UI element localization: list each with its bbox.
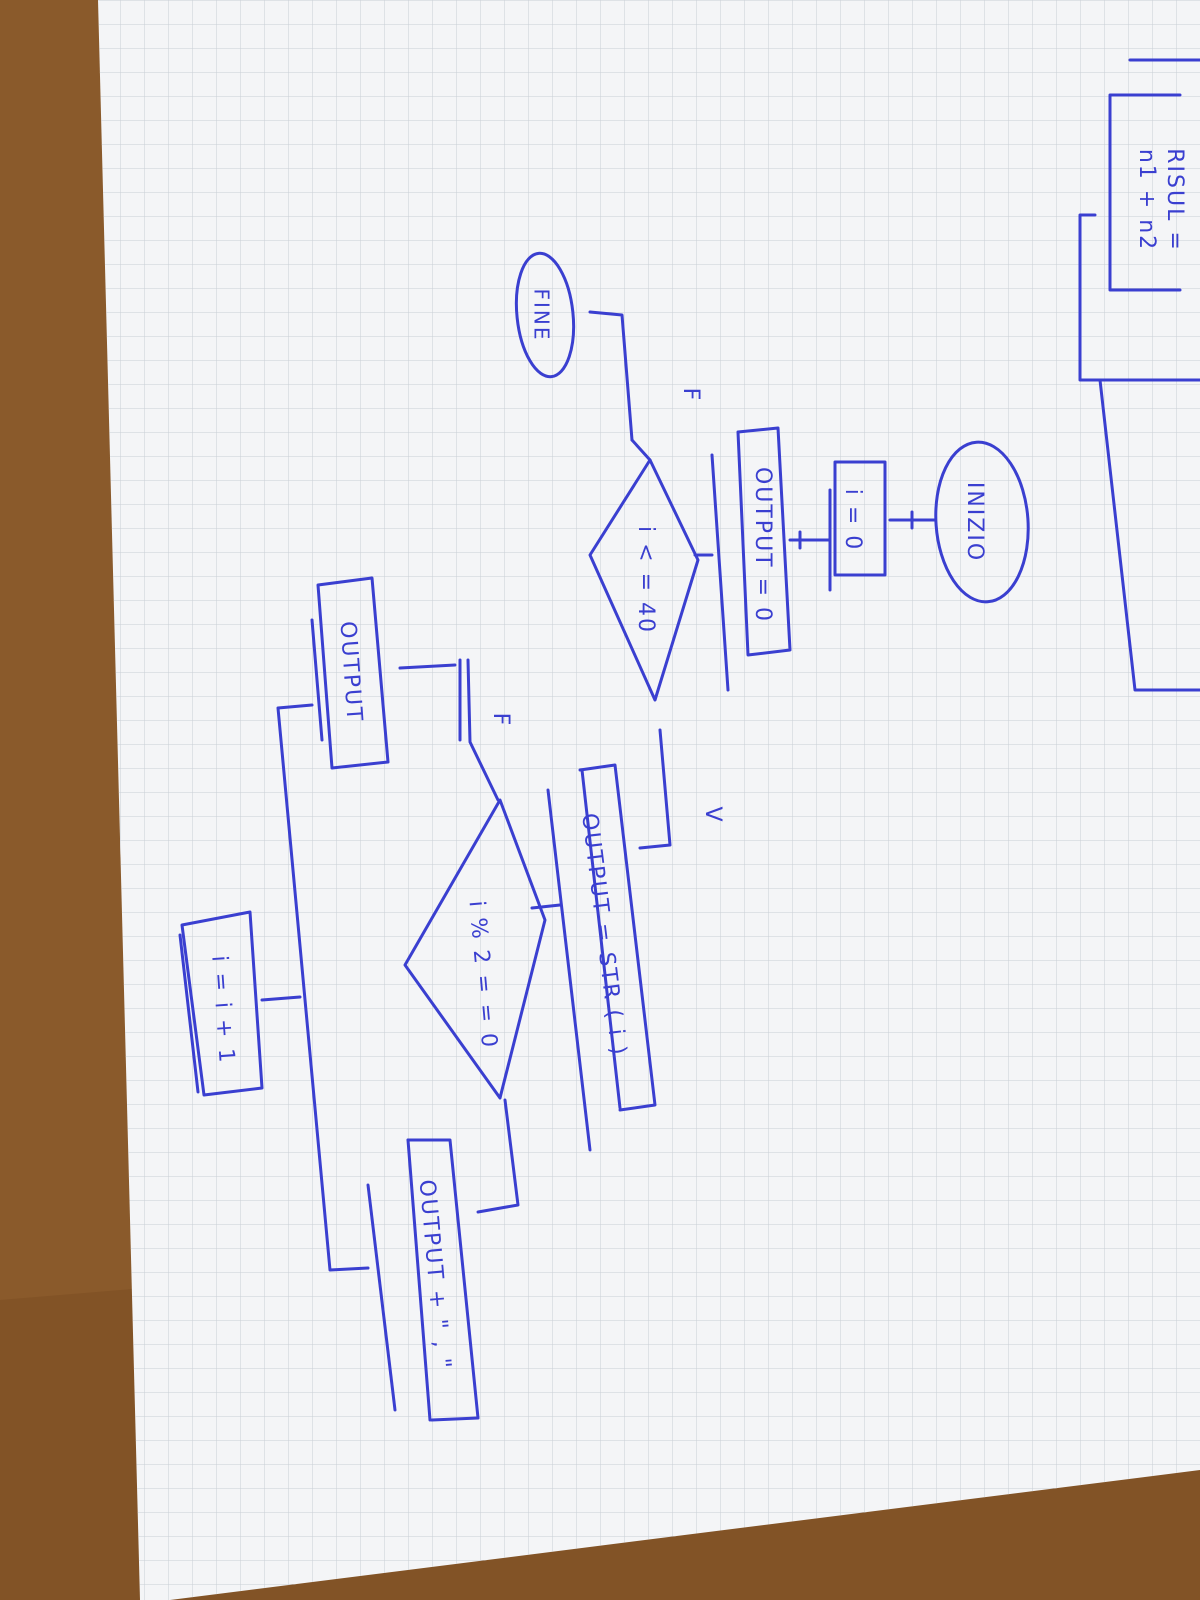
init-output-box: OUTPUT = 0 xyxy=(710,426,792,692)
init-i-box: i = 0 xyxy=(828,460,887,592)
init-i-label: i = 0 xyxy=(840,489,865,552)
init-output-label: OUTPUT = 0 xyxy=(750,467,775,623)
end-label: FINE xyxy=(530,289,554,342)
even-false-label: F xyxy=(488,713,513,728)
end-terminal: FINE xyxy=(514,251,576,379)
loop-false-label: F xyxy=(678,388,703,403)
loop-condition-label: i < = 40 xyxy=(633,526,658,634)
result-assign-line1: RISUL = xyxy=(1162,148,1187,252)
loop-true-label: V xyxy=(700,806,725,823)
result-assign-line2: n1 + n2 xyxy=(1134,149,1159,251)
start-terminal: INIZIO xyxy=(934,440,1030,604)
loop-condition-diamond: i < = 40 xyxy=(588,438,700,702)
start-label: INIZIO xyxy=(962,482,987,562)
result-assign-box: RISUL = n1 + n2 xyxy=(1078,58,1200,692)
